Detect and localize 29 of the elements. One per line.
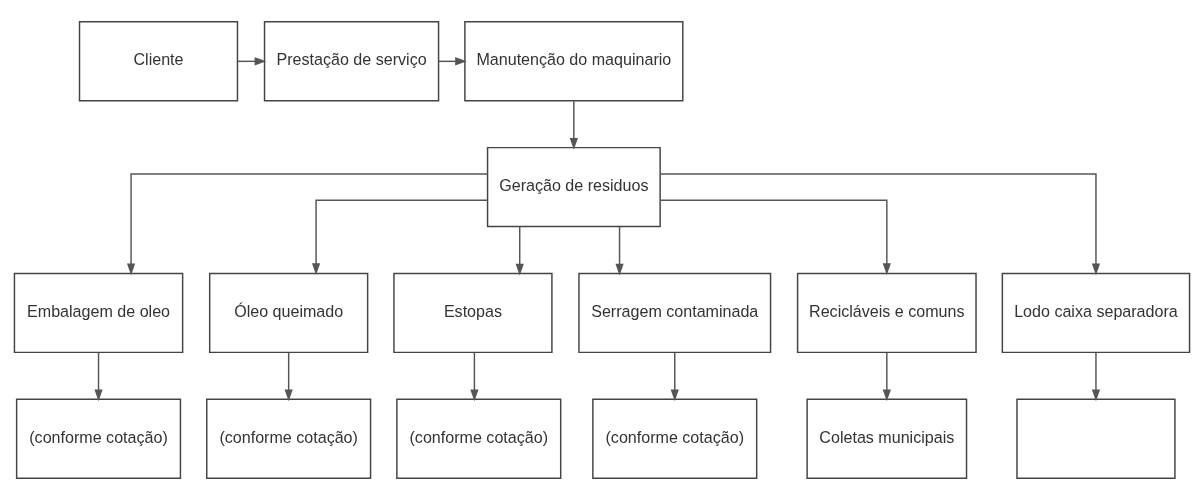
node-box: (conforme cotação) bbox=[15, 397, 182, 479]
arrow bbox=[126, 172, 489, 275]
node-box: Geração de residuos bbox=[486, 146, 661, 227]
node-box: (conforme cotação) bbox=[206, 397, 372, 479]
node-box: Lodo caixa separadora bbox=[1001, 272, 1191, 353]
node-box: Embalagem de oleo bbox=[13, 272, 184, 353]
arrow bbox=[470, 351, 479, 401]
arrow bbox=[882, 351, 891, 401]
node-box: Óleo queimado bbox=[208, 272, 369, 353]
node-box: Coletas municipais bbox=[806, 397, 968, 479]
node-box: Manutenção do maquinario bbox=[464, 20, 684, 102]
node-box: Cliente bbox=[78, 20, 239, 102]
arrow bbox=[515, 225, 524, 276]
arrow bbox=[659, 199, 891, 275]
node-box: Serragem contaminada bbox=[578, 272, 772, 353]
arrow bbox=[1091, 351, 1101, 401]
node-box bbox=[1016, 397, 1176, 479]
node-box: (conforme cotação) bbox=[592, 397, 758, 479]
node-box: Prestação de serviço bbox=[263, 20, 440, 102]
arrow bbox=[569, 99, 578, 150]
arrow bbox=[659, 172, 1101, 275]
arrow bbox=[615, 225, 624, 276]
node-box: (conforme cotação) bbox=[396, 397, 562, 479]
arrow bbox=[670, 351, 679, 401]
node-box: Estopas bbox=[393, 272, 553, 353]
node-box: Recicláveis e comuns bbox=[796, 272, 977, 353]
arrow bbox=[312, 199, 489, 275]
arrow bbox=[94, 351, 103, 401]
arrow bbox=[284, 351, 293, 401]
